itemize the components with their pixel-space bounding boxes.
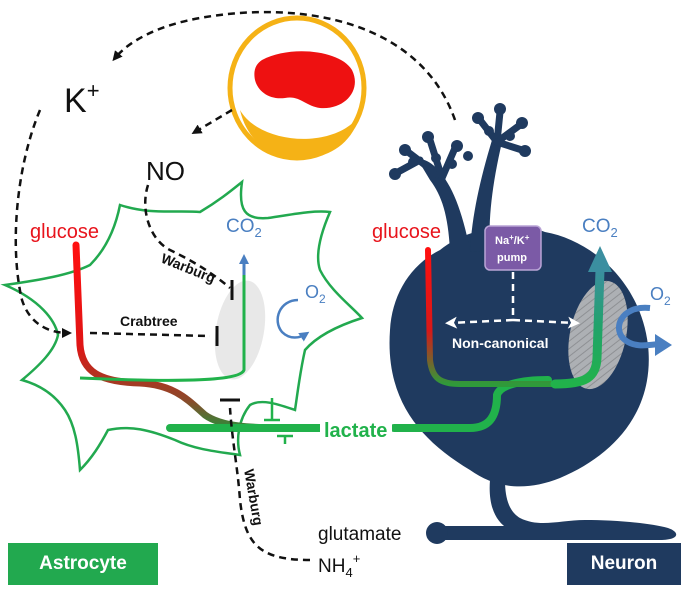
lactate-label: lactate [324,420,387,442]
astrocyte-badge: Astrocyte [8,543,158,585]
no-warburg-path [143,184,231,289]
no-label: NO [146,156,185,186]
non-canonical-arrows [445,272,580,329]
k-release-arrow [112,10,457,121]
crabtree-path [89,331,211,338]
axon-terminal [426,522,448,544]
neuron-axon [445,480,677,540]
neuron-co2-arrowhead [588,246,612,272]
co2-neuron-label: CO2 [582,216,618,240]
non-canonical-label: Non-canonical [452,335,548,351]
glutamate-warburg-path [228,407,311,562]
lactate-inhibition-marks [264,398,293,444]
glucose-astrocyte-label: glucose [30,221,99,243]
neuron-badge: Neuron [567,543,681,585]
inhibition-bars [215,280,240,402]
red-blood-cell [254,51,355,109]
neuron-co2-path [550,265,605,389]
neuron-glucose-path [425,247,558,387]
o2-astrocyte-label: O2 [305,282,326,306]
warburg-top-label: Warburg [159,250,218,286]
no-release-arrow [191,108,233,135]
dendritic-spines [389,103,531,180]
k-plus-label: K+ [64,78,100,120]
glucose-neuron-label: glucose [372,221,441,243]
k-to-glucose-arrow [14,109,72,338]
astrocyte-co2-line [79,260,246,382]
co2-astrocyte-label: CO2 [226,216,262,240]
warburg-vertical-label: Warburg [241,468,267,527]
glutamate-label: glutamate [318,524,401,545]
pump-label-line1: Na+/K+ [495,233,530,247]
na-k-pump [484,225,542,271]
neuron [389,103,677,544]
astrocyte-mitochondrion [214,280,266,380]
neuron-soma [389,226,649,487]
astrocyte-o2-arrow [276,298,310,342]
crabtree-label: Crabtree [120,313,178,329]
neuron-o2-arrow [616,304,661,349]
nh4-label: NH4+ [318,551,360,580]
neuron-dendrite-trunk [418,159,470,250]
o2-neuron-label: O2 [650,284,671,308]
blood-vessel [227,15,367,161]
dashed-signals [14,10,457,562]
astrocyte-outline [0,179,365,473]
pump-label-line2: pump [497,252,527,264]
